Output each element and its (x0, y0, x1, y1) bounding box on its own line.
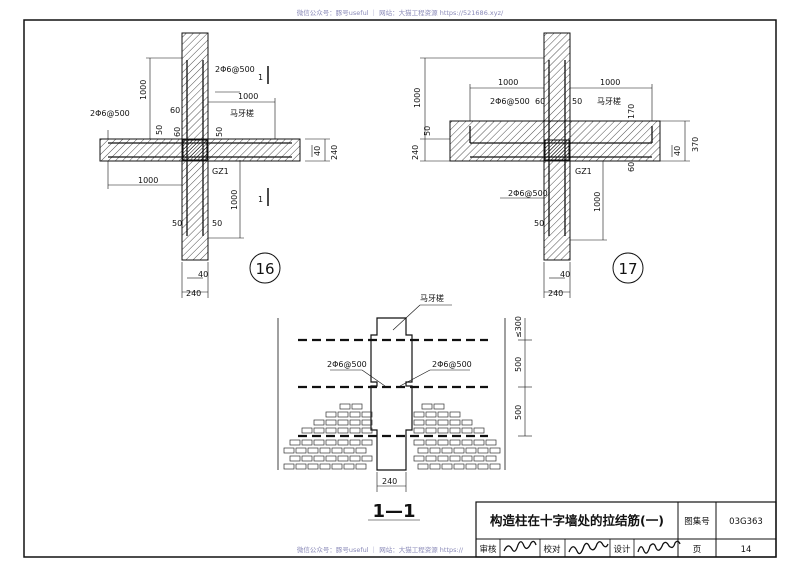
section-column (370, 317, 413, 471)
s11-dim-500b: 500 (514, 405, 523, 420)
d17-dim-50l: 50 (423, 126, 432, 136)
d16-dim-60a: 60 (170, 106, 180, 115)
d17-dim-370r: 370 (691, 137, 700, 152)
d16-dim-top-1000: 1000 (139, 80, 148, 100)
d16-dim-60b: 60 (173, 127, 182, 137)
review-label: 审核 (479, 544, 497, 555)
signature-check (568, 541, 609, 555)
detail-16-number: 16 (255, 260, 274, 278)
s11-dim-240: 240 (382, 477, 397, 486)
d17-dim-50a: 50 (572, 97, 582, 106)
drawing-title: 构造柱在十字墙处的拉结筋(一) (490, 513, 664, 528)
s11-rebar-left: 2Φ6@500 (327, 360, 367, 369)
section-mark-16-top: 1 (258, 73, 263, 82)
column-gz1-17 (544, 139, 570, 161)
d17-dim-60a: 60 (535, 97, 545, 106)
d17-rebar-bottom: 2Φ6@500 (508, 189, 548, 198)
d16-dim-bottom-1000: 1000 (230, 190, 239, 210)
s11-dim-500a: 500 (514, 357, 523, 372)
d16-dim-40b: 40 (198, 270, 208, 279)
d16-dim-mid-1000: 1000 (238, 92, 258, 101)
title-block: 构造柱在十字墙处的拉结筋(一) 图集号 03G363 审核 校对 设计 页 14 (475, 501, 777, 558)
d17-matooth: 马牙槎 (597, 96, 621, 106)
brick-courses (283, 403, 501, 470)
sheet-border (23, 19, 777, 558)
page-number: 14 (741, 545, 752, 555)
d16-dim-50b: 50 (155, 125, 164, 135)
signature-design (637, 540, 681, 554)
watermark-top: 微信公众号：豚号useful ｜ 网站：大猫工程资源 https://52168… (297, 8, 504, 17)
check-label: 校对 (543, 544, 561, 555)
d17-dim-40b: 40 (560, 270, 570, 279)
section-title: 1—1 (372, 501, 415, 522)
d17-dim-240l: 240 (411, 145, 420, 160)
atlas-number: 03G363 (729, 517, 763, 527)
d16-dim-50a: 50 (215, 127, 224, 137)
d16-column: GZ1 (212, 167, 229, 176)
d17-rebar-top: 2Φ6@500 (490, 97, 530, 106)
detail-17-number: 17 (618, 260, 637, 278)
atlas-label: 图集号 (684, 516, 710, 527)
d17-dim-top-1000: 1000 (413, 88, 422, 108)
s11-matooth: 马牙槎 (420, 293, 444, 303)
detail-16-badge (249, 252, 281, 284)
s11-rebar-right: 2Φ6@500 (432, 360, 472, 369)
d17-dim-left-1000: 1000 (498, 78, 518, 87)
d16-rebar-top: 2Φ6@500 (215, 65, 255, 74)
d17-dim-bottom-1000: 1000 (593, 192, 602, 212)
d17-dim-50c: 50 (534, 219, 544, 228)
d17-dim-240b: 240 (548, 289, 563, 298)
watermark-bottom: 微信公众号：豚号useful ｜ 网站：大猫工程资源 https:// (297, 545, 464, 554)
d17-dim-170: 170 (627, 104, 636, 119)
d17-column: GZ1 (575, 167, 592, 176)
detail-17: 2Φ6@500 2Φ6@500 马牙槎 GZ1 1000 1000 1000 1… (411, 32, 700, 298)
d16-rebar-left: 2Φ6@500 (90, 109, 130, 118)
d16-dim-40r: 40 (313, 146, 322, 156)
design-label: 设计 (613, 544, 631, 555)
d16-dim-50c: 50 (172, 219, 182, 228)
detail-17-badge (612, 252, 644, 284)
section-1-1: 马牙槎 2Φ6@500 2Φ6@500 ≤300 500 500 240 1—1 (277, 293, 532, 522)
d16-dim-240b: 240 (186, 289, 201, 298)
detail-16: 1 1 2Φ6@500 2Φ6@500 马牙槎 GZ1 1000 1000 10… (90, 32, 339, 298)
d17-dim-40r: 40 (673, 146, 682, 156)
s11-dim-top: ≤300 (514, 316, 523, 338)
d16-dim-240r: 240 (330, 145, 339, 160)
d16-dim-50d: 50 (212, 219, 222, 228)
d17-dim-60b: 60 (627, 162, 636, 172)
page-label: 页 (693, 545, 702, 555)
d16-dim-left-1000: 1000 (138, 176, 158, 185)
d17-dim-right-1000: 1000 (600, 78, 620, 87)
signature-review (503, 540, 537, 552)
d16-matooth: 马牙槎 (230, 108, 254, 118)
column-gz1-16 (182, 139, 208, 161)
section-mark-16-bottom: 1 (258, 195, 263, 204)
